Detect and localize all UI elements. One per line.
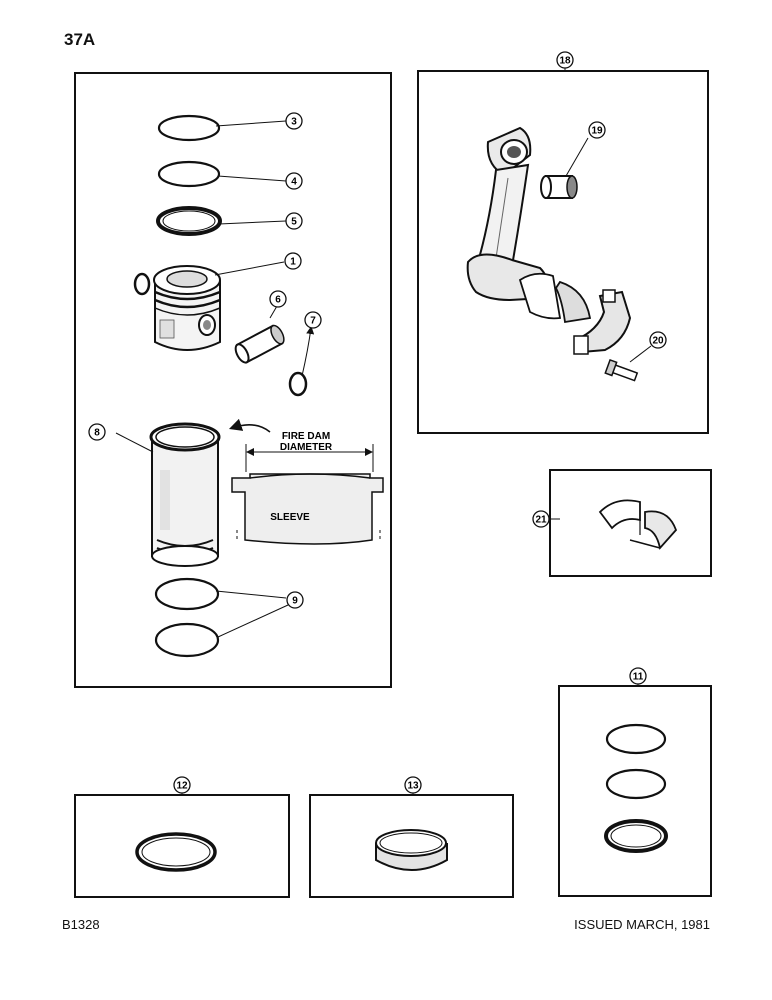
svg-text:5: 5: [291, 217, 297, 228]
callout-20: 20: [649, 331, 667, 349]
piston-pin-bushing: [540, 137, 589, 199]
diameter-label: DIAMETER: [280, 442, 333, 453]
sleeve-band: [375, 829, 448, 871]
cylinder-sleeve: [115, 418, 271, 567]
piston-ring-second: [157, 160, 287, 188]
svg-text:7: 7: [310, 316, 316, 327]
callout-12: 12: [173, 776, 191, 794]
document-code: B1328: [62, 917, 100, 932]
callout-11: 11: [629, 667, 647, 685]
callout-21: 21: [532, 510, 550, 528]
rod-bearing-shells: [549, 499, 678, 550]
piston-pin-retainer-right: [288, 326, 315, 397]
piston-pin: [234, 305, 285, 364]
callout-9: 9: [286, 591, 304, 609]
fire-dam-label: FIRE DAM: [282, 431, 330, 442]
svg-text:8: 8: [94, 428, 100, 439]
connecting-rod: [466, 126, 632, 355]
callout-4: 4: [285, 172, 303, 190]
callout-7: 7: [304, 311, 322, 329]
svg-text:18: 18: [559, 56, 571, 67]
svg-text:21: 21: [535, 515, 547, 526]
piston-ring-set: [604, 723, 668, 853]
page-number: 37A: [64, 30, 96, 49]
callout-18: 18: [556, 51, 574, 69]
svg-text:3: 3: [291, 117, 297, 128]
piston: [153, 261, 285, 351]
callout-13: 13: [404, 776, 422, 794]
svg-text:9: 9: [292, 596, 298, 607]
callout-19: 19: [588, 121, 606, 139]
sleeve-seal-rings: [154, 577, 289, 658]
callout-3: 3: [285, 112, 303, 130]
svg-text:1: 1: [290, 257, 296, 268]
callout-5: 5: [285, 212, 303, 230]
piston-assembly-panel: [74, 72, 392, 688]
ring-set-panel: [558, 685, 712, 897]
connecting-rod-bolt: [604, 345, 652, 382]
callout-6: 6: [269, 290, 287, 308]
callout-8: 8: [88, 423, 106, 441]
svg-text:19: 19: [591, 126, 603, 137]
svg-text:12: 12: [176, 781, 188, 792]
sleeve-label: SLEEVE: [270, 512, 310, 523]
piston-ring-top: [157, 114, 287, 142]
compression-ring: [135, 832, 217, 872]
svg-text:6: 6: [275, 295, 281, 306]
svg-text:11: 11: [633, 672, 644, 683]
rod-bearing-panel: [549, 469, 712, 577]
fire-dam-detail: [231, 444, 384, 545]
sleeve-seal-panel: [309, 794, 514, 898]
piston-pin-retainer-left: [133, 272, 151, 296]
callout-1: 1: [284, 252, 302, 270]
oil-control-ring: [156, 206, 287, 236]
connecting-rod-panel: [417, 70, 709, 434]
svg-text:4: 4: [291, 177, 297, 188]
svg-text:20: 20: [652, 336, 664, 347]
svg-text:13: 13: [407, 781, 419, 792]
issue-date: ISSUED MARCH, 1981: [574, 917, 710, 932]
